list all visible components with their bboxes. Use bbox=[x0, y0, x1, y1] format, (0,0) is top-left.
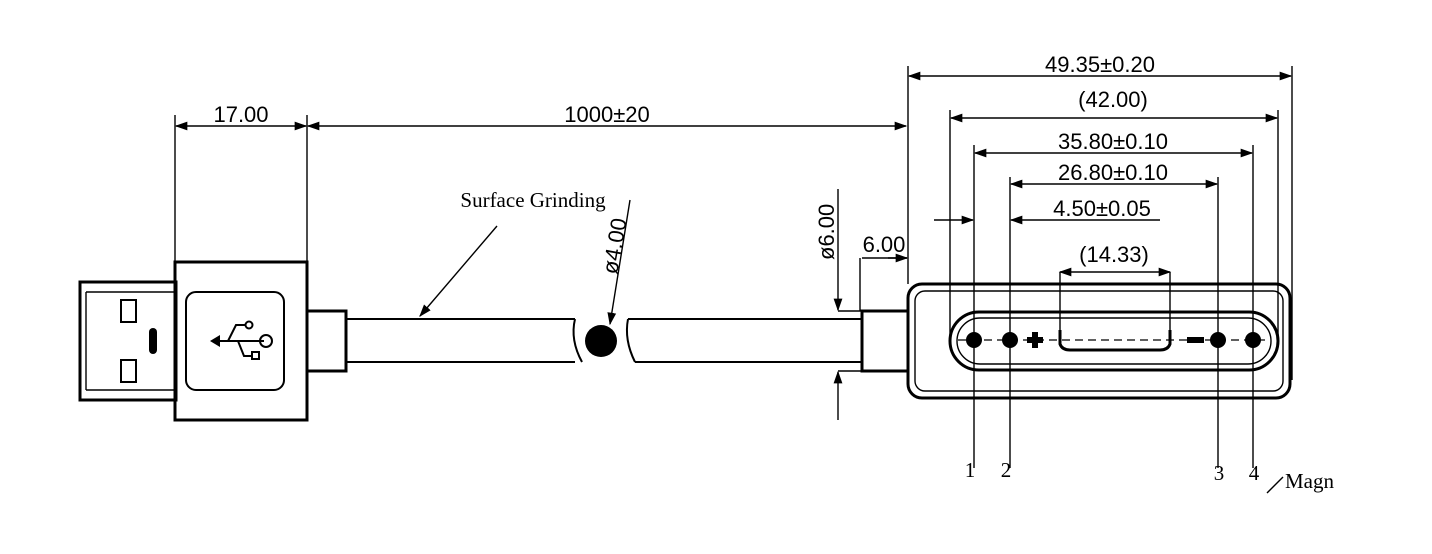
cable bbox=[305, 309, 910, 373]
usb-plug bbox=[78, 260, 309, 422]
magnet-note: Magn bbox=[1285, 469, 1334, 493]
connector-strain-relief bbox=[860, 309, 910, 373]
pin-label-4: 4 bbox=[1249, 461, 1260, 485]
usb-shell-hole-top bbox=[120, 299, 137, 323]
connector-body bbox=[906, 282, 1292, 400]
usb-shell-hole-bottom bbox=[120, 359, 137, 383]
pin-face bbox=[948, 310, 1280, 372]
cable-section-dot bbox=[585, 325, 617, 357]
magnetic-connector bbox=[906, 267, 1292, 400]
usb-strain-relief bbox=[305, 309, 348, 373]
slot-width-label: (14.33) bbox=[1079, 242, 1149, 267]
cable-length-label: 1000±20 bbox=[564, 102, 650, 127]
usb-label-recess bbox=[185, 291, 285, 391]
pin-label-2: 2 bbox=[1001, 458, 1012, 482]
dimension-labels: 17.00 1000±20 49.35±0.20 (42.00) 35.80±0… bbox=[213, 52, 1334, 493]
strain-relief-diameter-label: ø6.00 bbox=[814, 204, 839, 260]
pin-span-outer-label: 35.80±0.10 bbox=[1058, 129, 1168, 154]
pin-span-inner-label: 26.80±0.10 bbox=[1058, 160, 1168, 185]
usb-tab bbox=[149, 328, 157, 354]
plus-mark-v bbox=[1032, 332, 1038, 348]
strain-relief-length-label: 6.00 bbox=[863, 232, 906, 257]
centre-slot bbox=[1058, 330, 1172, 352]
pin-labels: 1 2 3 4 bbox=[965, 458, 1260, 485]
usb-length-label: 17.00 bbox=[213, 102, 268, 127]
usb-trident-icon bbox=[210, 320, 273, 360]
surface-grinding-note: Surface Grinding bbox=[460, 188, 606, 212]
minus-mark bbox=[1187, 337, 1204, 343]
cable-diameter-label: ø4.00 bbox=[597, 216, 631, 276]
pin-pitch-label: 4.50±0.05 bbox=[1053, 196, 1151, 221]
pin-label-1: 1 bbox=[965, 458, 976, 482]
pin-label-3: 3 bbox=[1214, 461, 1225, 485]
inner-width-label: (42.00) bbox=[1078, 87, 1148, 112]
overall-width-label: 49.35±0.20 bbox=[1045, 52, 1155, 77]
extension-lines bbox=[174, 66, 1293, 468]
dimension-lines bbox=[174, 71, 1293, 494]
